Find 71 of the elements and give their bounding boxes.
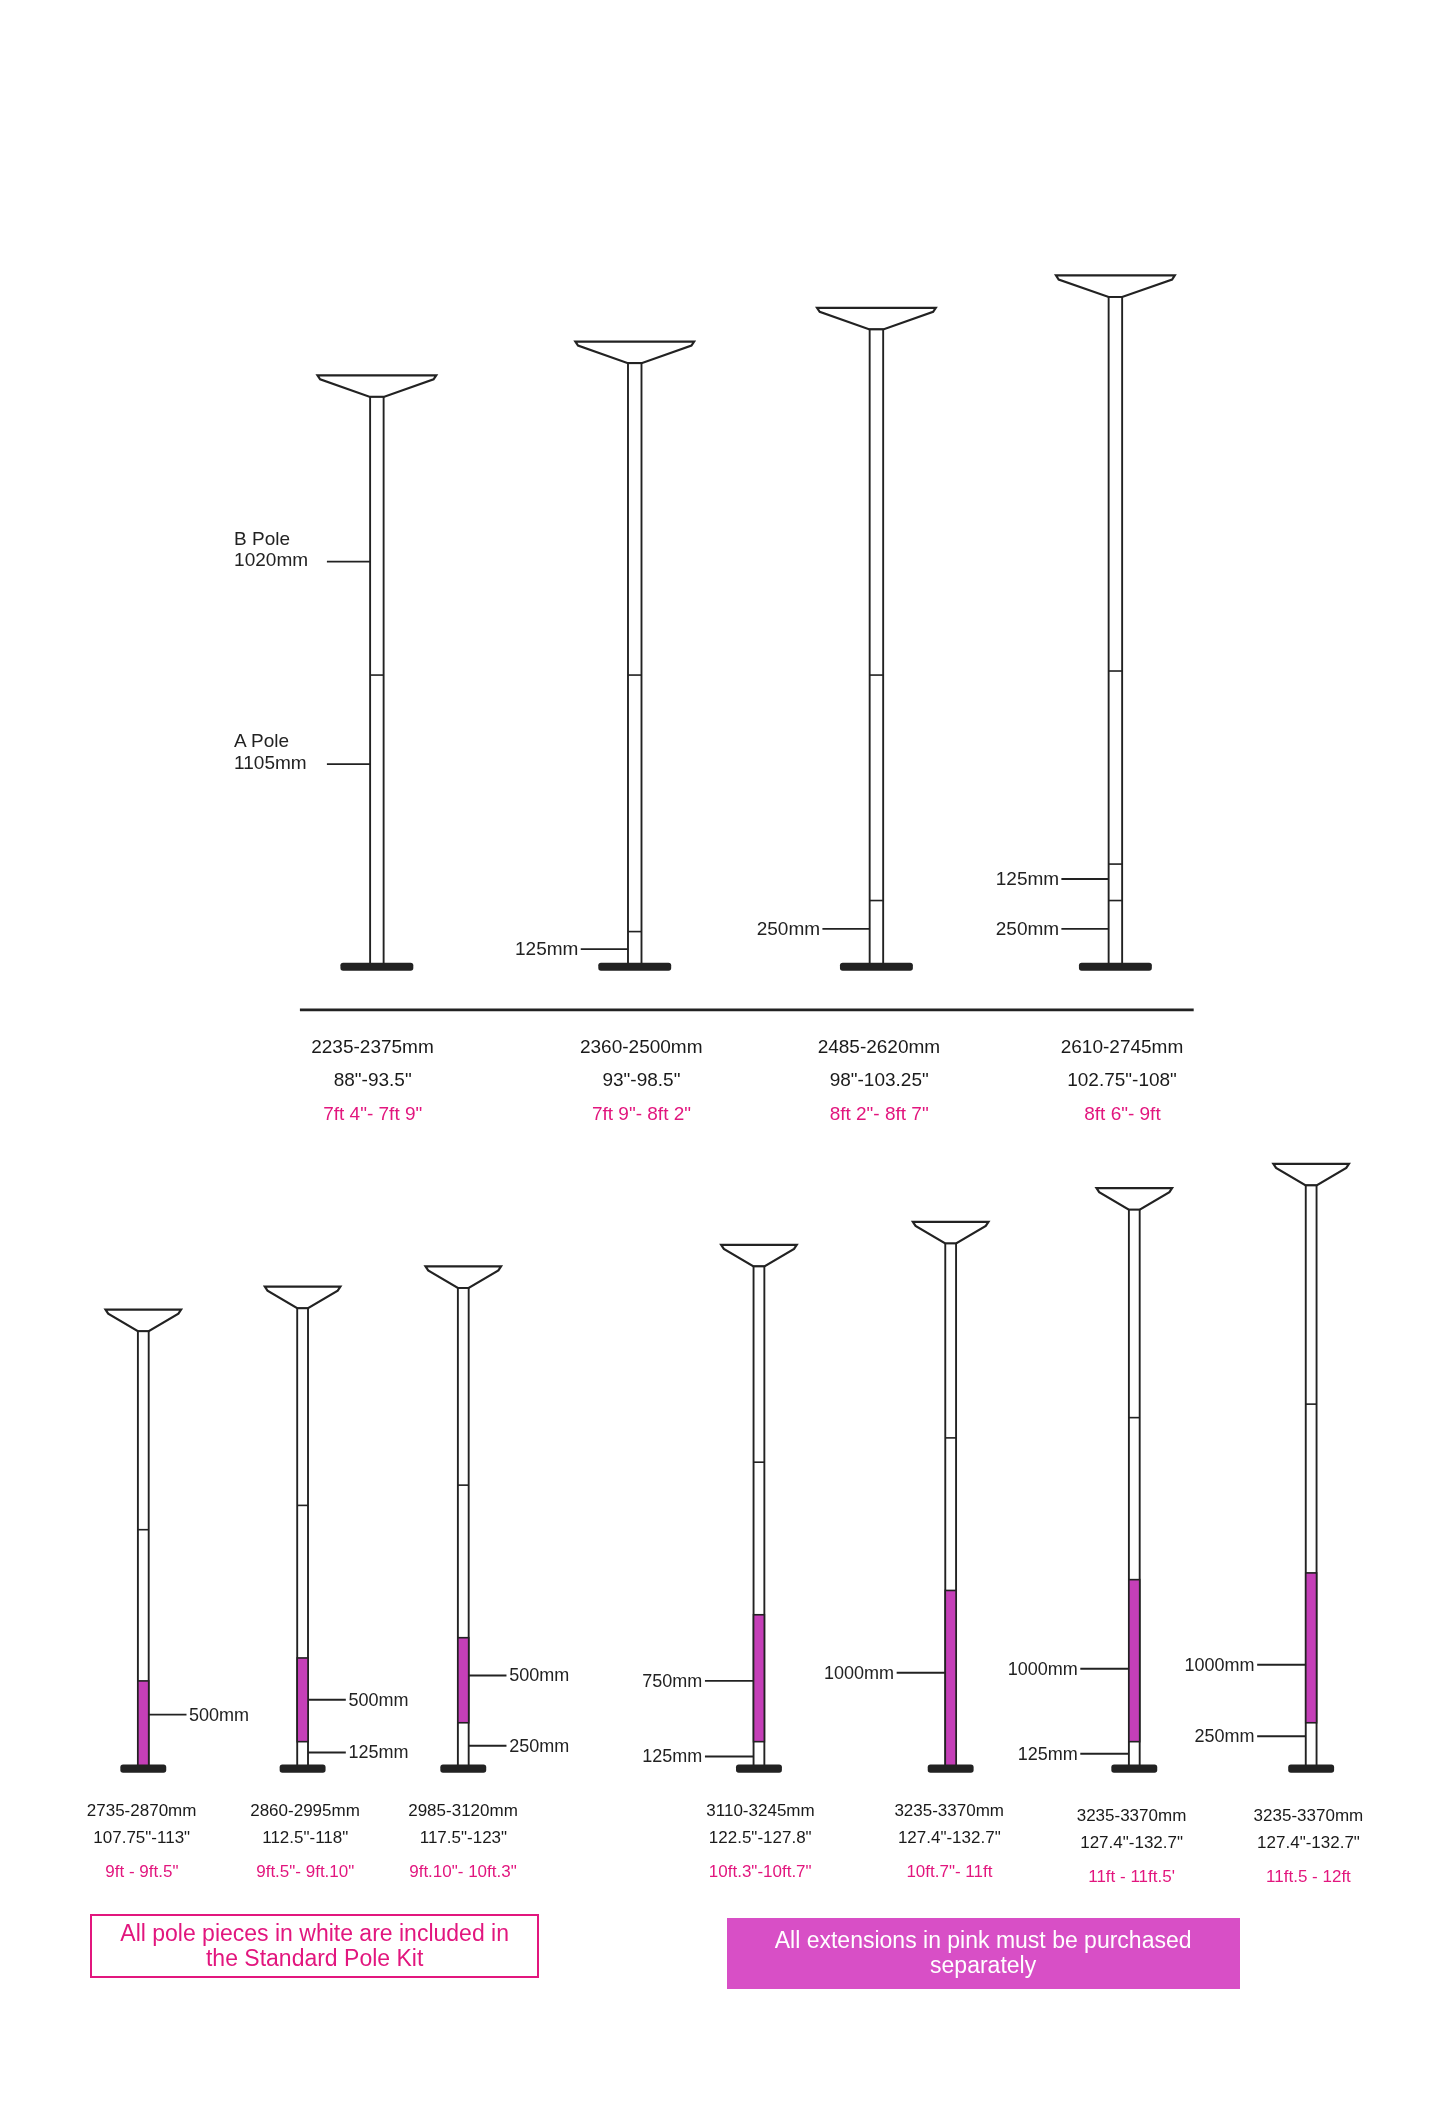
dimension-text: 8ft 6"- 9ft: [1084, 1103, 1161, 1125]
part-label: 500mm: [509, 1665, 570, 1687]
dimension-text: 8ft 2"- 8ft 7": [829, 1103, 929, 1125]
part-label: 500mm: [348, 1689, 409, 1711]
leader-line: [1060, 927, 1110, 930]
dimension-text: 3235-3370mm: [894, 1800, 1004, 1821]
dimension-text: 102.75"-108": [1067, 1069, 1177, 1092]
leader-line: [579, 948, 629, 951]
part-label: 125mm: [515, 938, 579, 961]
part-label: 125mm: [1017, 1743, 1078, 1765]
dimension-text: 2985-3120mm: [408, 1800, 518, 1821]
dimension-text: 2235-2375mm: [311, 1035, 434, 1058]
dimension-text: 10ft.3"-10ft.7": [708, 1861, 812, 1882]
dimension-text: 112.5"-118": [262, 1828, 349, 1848]
part-label: 250mm: [995, 918, 1060, 940]
dimension-text: 9ft.10"- 10ft.3": [409, 1861, 517, 1882]
dimension-text: 10ft.7"- 11ft: [906, 1861, 993, 1882]
leader-line: [467, 1674, 508, 1677]
part-label: 250mm: [1194, 1726, 1255, 1747]
dimension-text: 2860-2995mm: [250, 1800, 360, 1821]
dimension-text: 9ft.5"- 9ft.10": [256, 1861, 355, 1882]
leader-line: [307, 1698, 347, 1701]
part-label: 1000mm: [1007, 1658, 1078, 1680]
part-label: 500mm: [189, 1704, 250, 1726]
dimension-text: 98"-103.25": [829, 1069, 929, 1092]
part-label: 125mm: [348, 1742, 409, 1764]
dimension-text: 2485-2620mm: [817, 1035, 941, 1058]
leader-line: [147, 1713, 188, 1716]
dimension-text: 88"-93.5": [333, 1069, 412, 1092]
dimension-text: 127.4"-132.7": [1080, 1833, 1183, 1853]
dimension-text: 127.4"-132.7": [1257, 1833, 1360, 1853]
dimension-text: 7ft 4"- 7ft 9": [323, 1103, 423, 1125]
part-label: 1000mm: [1184, 1654, 1255, 1676]
dimension-text: 2360-2500mm: [579, 1035, 703, 1058]
dimension-text: 9ft - 9ft.5": [105, 1861, 179, 1882]
leader-line: [895, 1671, 947, 1674]
part-label: 750mm: [642, 1670, 703, 1692]
leader-line: [821, 927, 871, 930]
dimension-text: 117.5"-123": [419, 1828, 508, 1848]
leader-line: [1079, 1667, 1130, 1670]
part-label: 1000mm: [824, 1662, 895, 1684]
leader-line: [1060, 878, 1110, 880]
leader-line: [1256, 1663, 1307, 1666]
part-label: A Pole 1105mm: [234, 730, 325, 774]
dimension-text: 2735-2870mm: [86, 1800, 197, 1821]
part-label: 250mm: [756, 918, 821, 940]
dimension-text: 2610-2745mm: [1060, 1035, 1184, 1058]
dimension-text: 11ft - 11ft.5': [1088, 1867, 1175, 1887]
dimension-text: 7ft 9"- 8ft 2": [591, 1103, 691, 1125]
leader-line: [467, 1744, 508, 1747]
dimension-text: 127.4"-132.7": [897, 1828, 1001, 1848]
leader-line: [1256, 1735, 1307, 1738]
leader-line: [307, 1751, 347, 1754]
part-label: B Pole 1020mm: [234, 527, 325, 572]
leader-line: [704, 1755, 755, 1758]
dimension-text: 3110-3245mm: [706, 1800, 815, 1821]
note-panel: All extensions in pink must be purchased separately: [726, 1917, 1240, 1990]
dimension-text: 3235-3370mm: [1253, 1806, 1364, 1826]
dimension-text: 11ft.5 - 12ft: [1266, 1867, 1351, 1887]
part-label: 250mm: [509, 1735, 570, 1757]
leader-line: [1079, 1752, 1130, 1755]
dimension-text: 93"-98.5": [602, 1069, 681, 1092]
dimension-text: 107.75"-113": [93, 1828, 191, 1848]
leader-line: [704, 1679, 755, 1682]
dimension-text: 122.5"-127.8": [708, 1828, 812, 1848]
part-label: 125mm: [642, 1746, 703, 1768]
part-label: 125mm: [995, 868, 1060, 890]
leader-line: [325, 560, 372, 563]
dimension-text: 3235-3370mm: [1076, 1806, 1187, 1826]
leader-line: [325, 763, 372, 766]
note-panel: All pole pieces in white are included in the Standard Pole Kit: [90, 1913, 539, 1979]
